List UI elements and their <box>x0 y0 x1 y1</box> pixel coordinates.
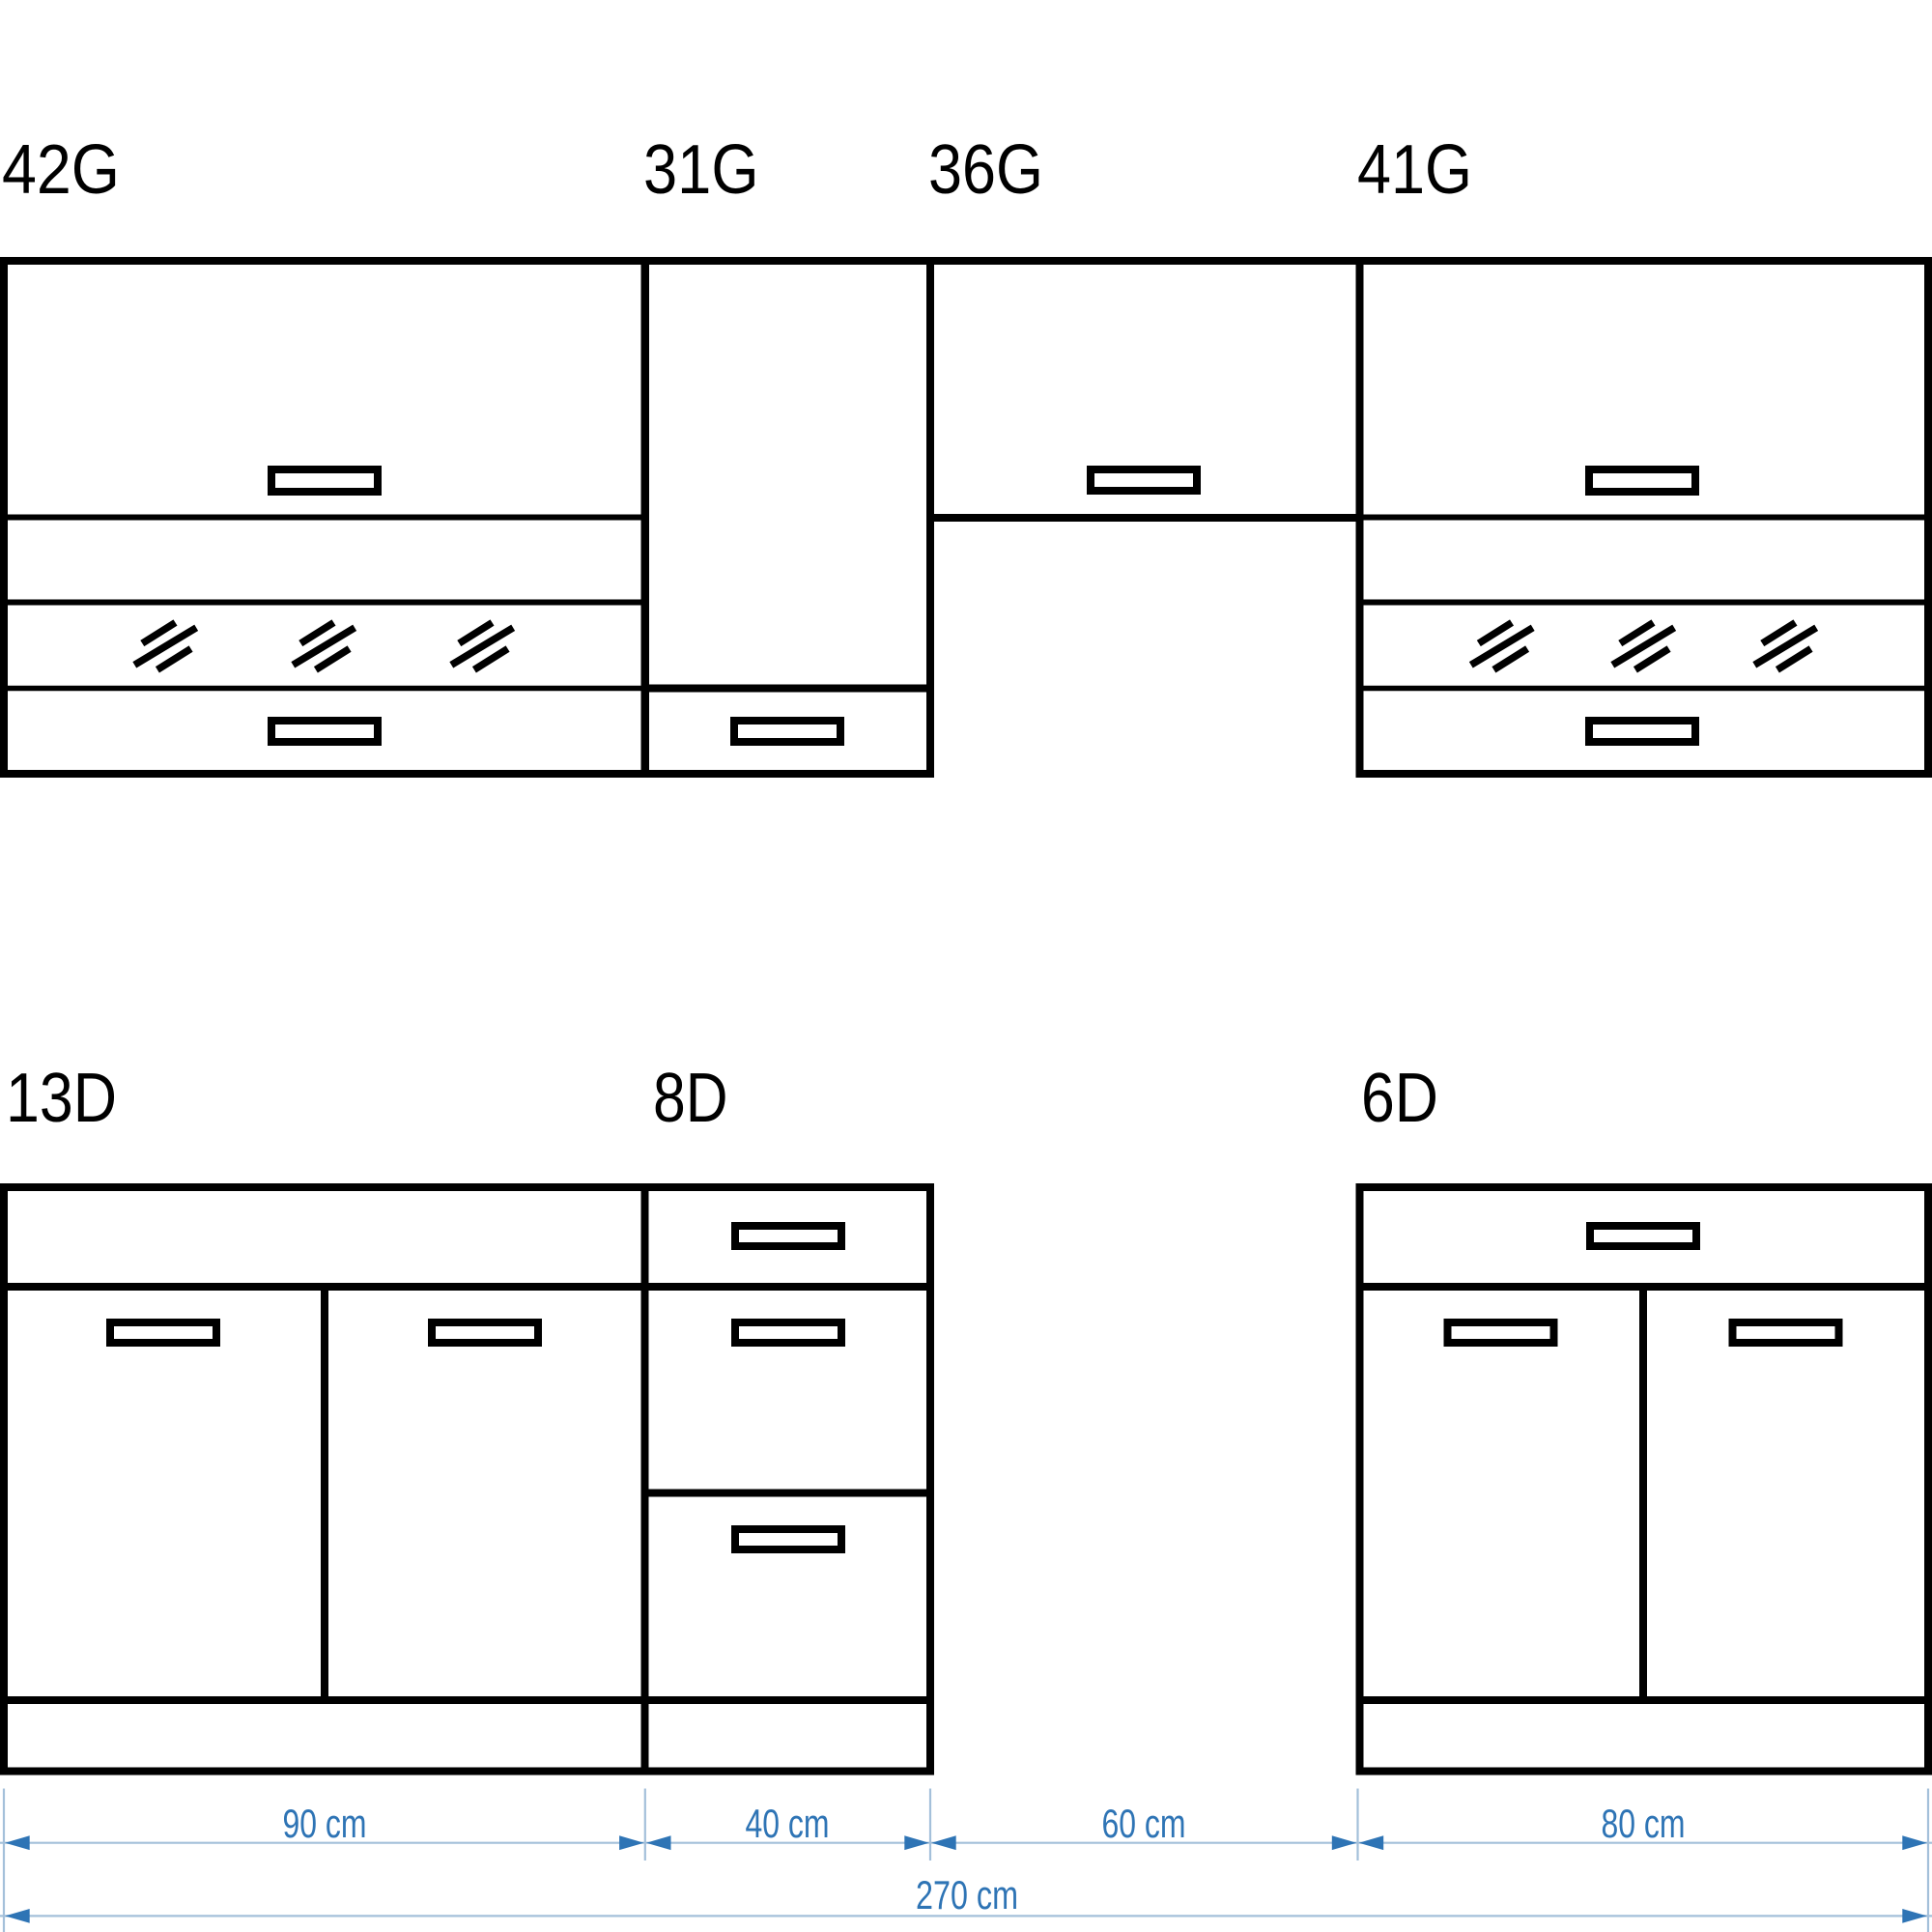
svg-text:80 cm: 80 cm <box>1602 1801 1686 1846</box>
svg-text:60 cm: 60 cm <box>1102 1801 1186 1846</box>
svg-text:90 cm: 90 cm <box>283 1801 367 1846</box>
svg-text:40 cm: 40 cm <box>746 1801 830 1846</box>
svg-text:8D: 8D <box>653 1060 728 1137</box>
svg-text:270 cm: 270 cm <box>916 1872 1018 1918</box>
svg-text:6D: 6D <box>1361 1060 1438 1137</box>
svg-text:41G: 41G <box>1357 131 1472 209</box>
svg-text:13D: 13D <box>6 1060 117 1137</box>
svg-text:36G: 36G <box>928 131 1043 209</box>
svg-text:42G: 42G <box>2 131 120 209</box>
svg-text:31G: 31G <box>643 131 759 209</box>
